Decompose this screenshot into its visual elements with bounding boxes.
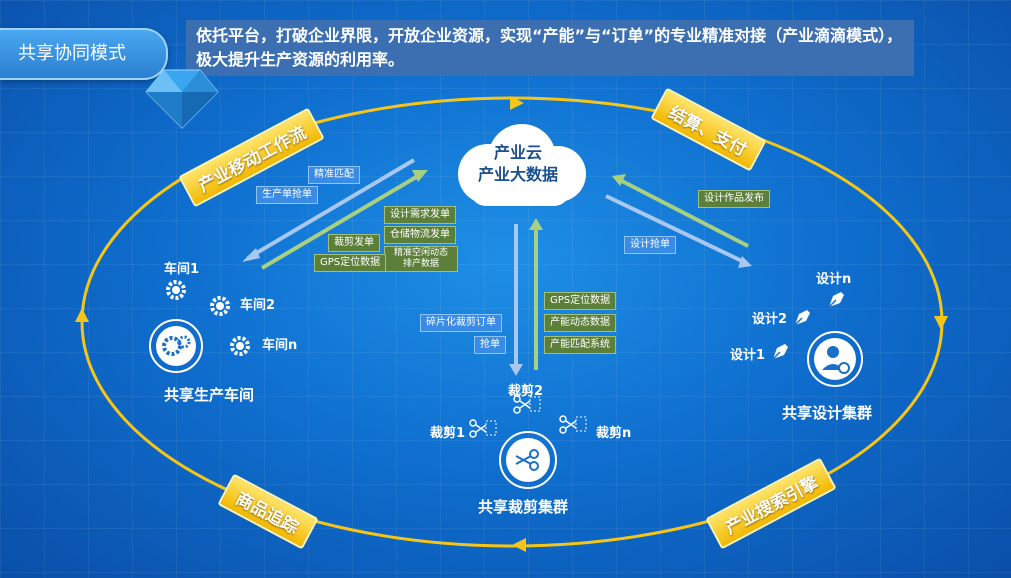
cloud-line1: 产业云 bbox=[493, 143, 542, 162]
workshop-nn: 车间n bbox=[262, 338, 298, 353]
description-banner: 依托平台，打破企业界限，开放企业资源，实现“产能”与“订单”的专业精准对接（产业… bbox=[186, 20, 914, 76]
workshop-n2: 车间2 bbox=[240, 298, 276, 313]
label-fragment-cut: 碎片化裁剪订单 bbox=[420, 314, 502, 332]
pen-nib-icon bbox=[794, 310, 810, 326]
ring-arrow-right bbox=[934, 316, 948, 330]
cloud-line2: 产业大数据 bbox=[477, 165, 558, 184]
label-cut-order: 裁剪发单 bbox=[328, 234, 380, 252]
workshop-n1: 车间1 bbox=[164, 262, 200, 277]
cutting-title: 共享裁剪集群 bbox=[478, 498, 569, 516]
arrow-left-green bbox=[260, 174, 420, 270]
label-design-grab: 设计抢单 bbox=[624, 236, 676, 254]
cutting-n2: 裁剪2 bbox=[508, 384, 544, 399]
cutting-hub-icon bbox=[499, 431, 557, 489]
label-design-publish: 设计作品发布 bbox=[698, 190, 770, 208]
cloud-icon bbox=[458, 124, 586, 206]
scissors-icon bbox=[469, 419, 497, 438]
ring-arrow-top bbox=[510, 96, 524, 110]
design-nn: 设计n bbox=[816, 272, 852, 287]
mode-label: 共享协同模式 bbox=[0, 28, 168, 80]
design-n2: 设计2 bbox=[752, 312, 788, 327]
designer-hub-icon bbox=[807, 331, 863, 387]
gear-icon bbox=[230, 336, 250, 356]
scissors-icon bbox=[513, 395, 541, 414]
cutting-nn: 裁剪n bbox=[596, 426, 632, 441]
label-grab-center: 抢单 bbox=[474, 336, 506, 354]
pen-nib-icon bbox=[828, 292, 844, 308]
arrow-left-blue bbox=[246, 158, 416, 260]
cutting-n1: 裁剪1 bbox=[430, 426, 466, 441]
design-n1: 设计1 bbox=[730, 348, 766, 363]
scissors-icon bbox=[559, 415, 587, 434]
ring-arrow-left bbox=[75, 308, 89, 322]
label-production-grab: 生产单抢单 bbox=[256, 186, 318, 204]
label-capacity-match: 产能匹配系统 bbox=[544, 336, 616, 354]
ring-arrow-bottom bbox=[512, 538, 526, 552]
label-precise-match: 精准匹配 bbox=[308, 166, 360, 184]
label-capacity-data: 产能动态数据 bbox=[544, 314, 616, 332]
arrow-right-green bbox=[619, 178, 749, 248]
label-idle-schedule: 精准空闲动态排产数据 bbox=[384, 246, 458, 272]
gear-icon bbox=[166, 280, 186, 300]
workshop-title: 共享生产车间 bbox=[164, 386, 255, 404]
gem-icon bbox=[145, 69, 219, 129]
label-design-demand: 设计需求发单 bbox=[384, 206, 456, 224]
pen-nib-icon bbox=[772, 344, 788, 360]
gear-icon bbox=[210, 296, 230, 316]
label-gps-center: GPS定位数据 bbox=[544, 292, 617, 310]
label-warehouse-logistics: 仓储物流发单 bbox=[384, 226, 456, 244]
workshop-hub-icon bbox=[149, 319, 203, 373]
label-gps-left: GPS定位数据 bbox=[314, 254, 387, 272]
arrow-right-blue bbox=[605, 194, 745, 264]
design-title: 共享设计集群 bbox=[782, 404, 873, 422]
